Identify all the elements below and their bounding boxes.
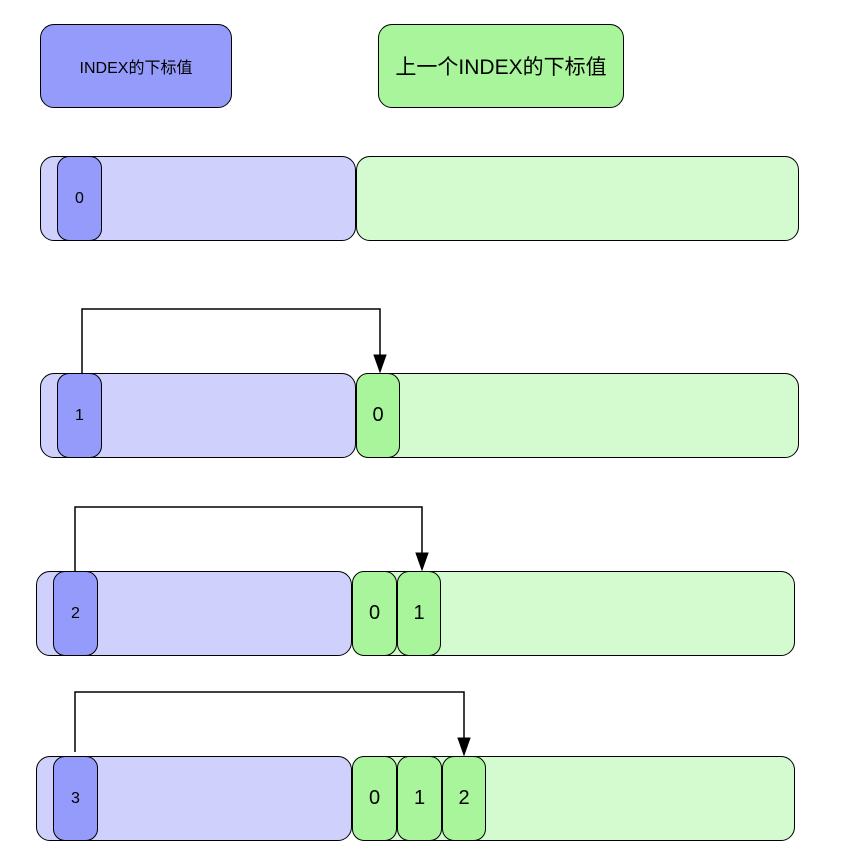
row-2-arrowhead-icon bbox=[415, 552, 429, 572]
legend-prev-index-box: 上一个INDEX的下标值 bbox=[378, 24, 624, 108]
row-0-index-value: 0 bbox=[75, 189, 84, 207]
row-1-index-cell: 1 bbox=[57, 373, 102, 458]
row-2-prev-cell-1: 1 bbox=[397, 571, 441, 656]
row-1-prev-cell-0: 0 bbox=[356, 373, 400, 458]
row-2-arrow-line bbox=[74, 506, 423, 571]
row-0-index-cell: 0 bbox=[57, 156, 102, 241]
row-2-prev-value-1: 1 bbox=[413, 602, 425, 624]
row-0-prev-track bbox=[356, 156, 799, 241]
row-1-prev-value-0: 0 bbox=[372, 404, 384, 426]
legend-index-box: INDEX的下标值 bbox=[40, 24, 232, 108]
row-2-index-cell: 2 bbox=[53, 571, 98, 656]
row-2-prev-value-0: 0 bbox=[368, 602, 381, 624]
legend-index-label: INDEX的下标值 bbox=[79, 60, 193, 77]
row-1-arrow-line bbox=[81, 308, 381, 373]
row-1-index-value: 1 bbox=[75, 406, 84, 424]
row-3-arrow-line bbox=[74, 691, 465, 752]
row-3-prev-cell-2: 2 bbox=[442, 756, 486, 841]
row-3-prev-cell-0: 0 bbox=[352, 756, 397, 841]
row-2-prev-cell-0: 0 bbox=[352, 571, 397, 656]
legend-prev-index-label: 上一个INDEX的下标值 bbox=[395, 56, 607, 79]
row-3-prev-value-1: 1 bbox=[413, 787, 426, 809]
row-2-index-value: 2 bbox=[71, 604, 80, 622]
row-3-index-cell: 3 bbox=[53, 756, 98, 841]
row-3-prev-value-2: 2 bbox=[458, 787, 470, 809]
row-1-arrowhead-icon bbox=[373, 354, 387, 374]
row-3-arrowhead-icon bbox=[457, 737, 471, 757]
row-1-prev-track bbox=[356, 373, 799, 458]
row-3-prev-cell-1: 1 bbox=[397, 756, 442, 841]
row-3-index-value: 3 bbox=[71, 789, 80, 807]
row-3-prev-value-0: 0 bbox=[368, 787, 381, 809]
